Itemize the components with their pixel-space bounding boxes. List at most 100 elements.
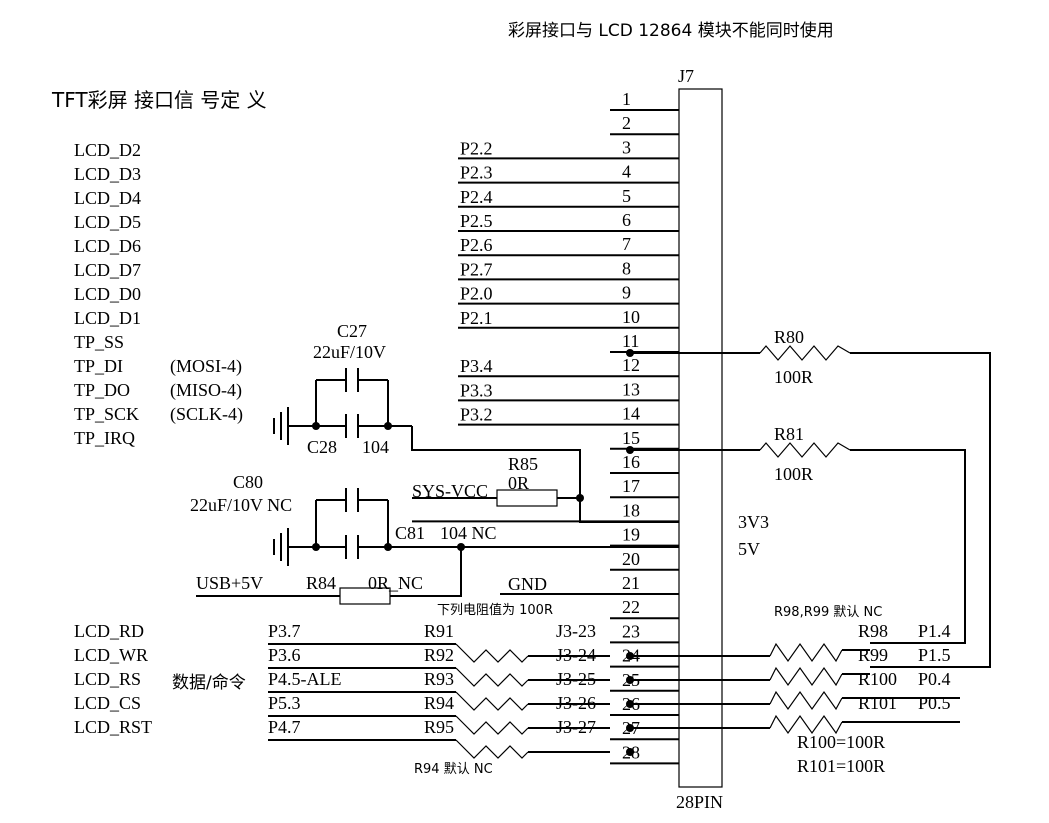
right-resistor-net: P1.5: [918, 645, 951, 665]
c80-c81-wires: [288, 499, 679, 548]
tft-signal-name: TP_DO: [74, 380, 130, 400]
pin-number: 18: [622, 500, 640, 520]
junction-dot: [626, 349, 634, 357]
right-resistor-zigzag: [769, 666, 843, 687]
tft-signal-name: LCD_D3: [74, 164, 141, 184]
r81-ref: R81: [774, 424, 804, 444]
r85-value: 0R: [508, 473, 529, 493]
connector-j7: J7 28PIN 3V3 5V: [676, 66, 769, 812]
pin-number: 14: [622, 404, 640, 424]
r80-r81-resistors: R80 100R R81 100R: [626, 327, 991, 668]
lcd-ctrl-signal: LCD_RS: [74, 669, 141, 689]
tft-signal-name: TP_IRQ: [74, 428, 135, 448]
r101-value: R101=100R: [797, 756, 885, 776]
connector-footprint: 28PIN: [676, 792, 723, 812]
connector-pins: 1234567891011121314151617181920212223242…: [610, 89, 679, 765]
r80-value: 100R: [774, 367, 813, 387]
c80-ref: C80: [233, 472, 263, 492]
tft-signal-name: LCD_D2: [74, 140, 141, 160]
tft-signal-name: LCD_D5: [74, 212, 141, 232]
port-net-label: P2.4: [460, 187, 493, 207]
lcd-ctrl-net: P3.7: [268, 621, 301, 641]
sys-vcc-label: SYS-VCC: [412, 481, 488, 501]
port-net-label: P3.3: [460, 380, 493, 400]
r81-net-wire: [630, 449, 966, 644]
lcd-ctrl-resistor-zigzag: [455, 691, 529, 711]
tft-signal-name: TP_SCK: [74, 404, 139, 424]
lcd-ctrl-net: P5.3: [268, 693, 301, 713]
right-resistor-net: P1.4: [918, 621, 951, 641]
usb-5v-label: USB+5V: [196, 573, 263, 593]
junction-dot: [576, 494, 584, 502]
r100-value: R100=100R: [797, 732, 885, 752]
r98-r99-default-note: R98,R99 默认 NC: [774, 604, 882, 620]
c27-c28-plates: [345, 368, 359, 438]
right-resistor-net: P0.4: [918, 669, 951, 689]
pin-number: 4: [622, 162, 631, 182]
tft-signal-name: LCD_D6: [74, 236, 141, 256]
r84-ref: R84: [306, 573, 336, 593]
c28-ref: C28: [307, 437, 337, 457]
gnd-symbol-bottom: [273, 528, 289, 566]
port-net-label: P2.6: [460, 235, 493, 255]
connector-body: [678, 88, 723, 788]
pin-number: 9: [622, 283, 631, 303]
port-net-label: P2.2: [460, 138, 493, 158]
pin-number: 6: [622, 210, 631, 230]
junction-dot: [312, 543, 320, 551]
port-net-label: P3.4: [460, 356, 493, 376]
right-resistor-net: P0.5: [918, 693, 951, 713]
lcd-ctrl-jumper: J3-23: [556, 621, 596, 641]
pin-number: 20: [622, 549, 640, 569]
lcd-ctrl-net: P3.6: [268, 645, 301, 665]
lcd-ctrl-net: P4.5-ALE: [268, 669, 342, 689]
pin-number: 17: [622, 476, 640, 496]
lcd-ctrl-resistor-ref: R95: [424, 717, 454, 737]
usb-5v-feed: USB+5V R84 0R_NC: [196, 547, 462, 605]
resistor-value-note: 下列电阻值为 100R: [437, 602, 553, 618]
pin-number: 11: [622, 331, 639, 351]
junction-dot: [626, 446, 634, 454]
pin-number: 1: [622, 89, 631, 109]
pin-number: 7: [622, 234, 631, 254]
pin-number: 16: [622, 452, 640, 472]
r85-ref: R85: [508, 454, 538, 474]
c27-c28-capacitors: C27 22uF/10V C28 104: [273, 321, 679, 523]
lcd-ctrl-signal: LCD_RD: [74, 621, 144, 641]
pin-number: 5: [622, 186, 631, 206]
port-net-label: P2.0: [460, 284, 493, 304]
tp-sck-alt: (SCLK-4): [170, 404, 243, 425]
r94-default-note: R94 默认 NC: [414, 761, 493, 777]
lcd-ctrl-jumper: J3-24: [556, 645, 596, 665]
tft-signal-list: LCD_D2LCD_D3LCD_D4LCD_D5LCD_D6LCD_D7LCD_…: [74, 140, 141, 448]
pin-number: 23: [622, 621, 640, 641]
lcd-ctrl-resistor-zigzag: [455, 739, 529, 759]
gnd-symbol-top: [273, 407, 289, 445]
c80-value: 22uF/10V NC: [190, 495, 292, 515]
r81-zigzag: [759, 442, 851, 458]
r84-value: 0R_NC: [368, 573, 423, 593]
pin-number: 19: [622, 525, 640, 545]
tp-di-alt: (MOSI-4): [170, 356, 242, 377]
c27-value: 22uF/10V: [313, 342, 386, 362]
lcd-ctrl-resistor-ref: R93: [424, 669, 454, 689]
r81-value: 100R: [774, 464, 813, 484]
right-resistor-ref: R101: [858, 693, 897, 713]
right-resistor-zigzag: [769, 714, 843, 735]
port-net-label: P2.3: [460, 163, 493, 183]
port-net-label: P2.1: [460, 308, 493, 328]
tft-signal-name: TP_SS: [74, 332, 124, 352]
right-resistor-zigzag: [769, 690, 843, 711]
pin-number: 10: [622, 307, 640, 327]
lcd-ctrl-signal: LCD_CS: [74, 693, 141, 713]
junction-dot: [384, 543, 392, 551]
junction-dot: [384, 422, 392, 430]
lcd-ctrl-signal: LCD_RST: [74, 717, 152, 737]
tft-signal-name: LCD_D0: [74, 284, 141, 304]
pin-number: 2: [622, 113, 631, 133]
lcd-ctrl-resistor-zigzag: [455, 667, 529, 687]
r80-net-wire: [630, 352, 991, 668]
port-net-label: P2.7: [460, 259, 493, 279]
lcd-ctrl-resistor-zigzag: [455, 715, 529, 735]
